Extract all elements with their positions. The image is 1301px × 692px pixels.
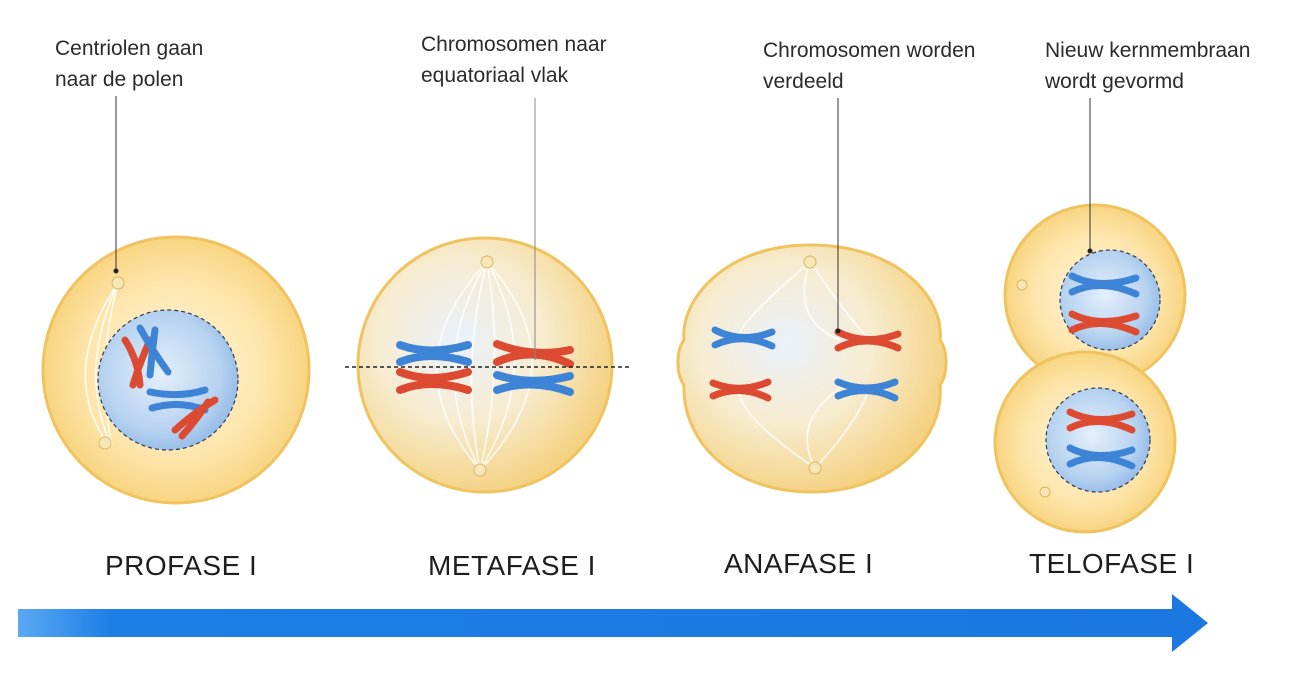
- nucleus-bottom: [1045, 387, 1151, 493]
- chromosomes: [709, 326, 902, 402]
- stage-label-profase: PROFASE I: [105, 550, 258, 581]
- centriole-top: [1016, 279, 1028, 291]
- centriole-bottom: [1039, 486, 1051, 498]
- progress-arrow: [18, 594, 1208, 652]
- callout-line: naar de polen: [55, 68, 184, 91]
- centriole-top: [480, 255, 494, 269]
- spindle-fibers: [435, 261, 533, 471]
- centriole-top: [111, 276, 125, 290]
- centriole-bottom: [98, 436, 112, 450]
- telofase-cells: [993, 203, 1187, 534]
- stage-label-telofase: TELOFASE I: [1029, 548, 1195, 579]
- chromosomes: [121, 324, 219, 440]
- callout-line: Chromosomen worden: [763, 39, 976, 62]
- centriole-bottom: [473, 463, 487, 477]
- callout-leaders: [113, 96, 1093, 360]
- callout-line: Centriolen gaan: [55, 37, 204, 60]
- nucleus-top: [1059, 249, 1161, 351]
- callout-line: equatoriaal vlak: [421, 64, 569, 87]
- anafase-cell: [676, 243, 948, 494]
- stage-label-metafase: METAFASE I: [428, 550, 596, 581]
- chromosomes: [1066, 272, 1140, 470]
- callout-centrioles: Centriolen gaan naar de polen: [55, 33, 203, 95]
- callout-line: verdeeld: [763, 70, 844, 93]
- stage-label-anafase: ANAFASE I: [724, 548, 874, 579]
- callout-line: wordt gevormd: [1045, 70, 1184, 93]
- callout-membrane: Nieuw kernmembraan wordt gevormd: [1045, 35, 1250, 97]
- callout-line: Nieuw kernmembraan: [1045, 39, 1251, 62]
- callout-line: Chromosomen naar: [421, 33, 607, 56]
- profase-cell: [41, 235, 311, 505]
- metafase-cell: [345, 236, 632, 494]
- centriole-top: [803, 255, 817, 269]
- callout-divided: Chromosomen worden verdeeld: [763, 35, 975, 97]
- centriole-bottom: [808, 461, 822, 475]
- chromosomes: [396, 340, 574, 396]
- nucleus: [97, 309, 239, 451]
- callout-equatorial: Chromosomen naar equatoriaal vlak: [421, 29, 607, 91]
